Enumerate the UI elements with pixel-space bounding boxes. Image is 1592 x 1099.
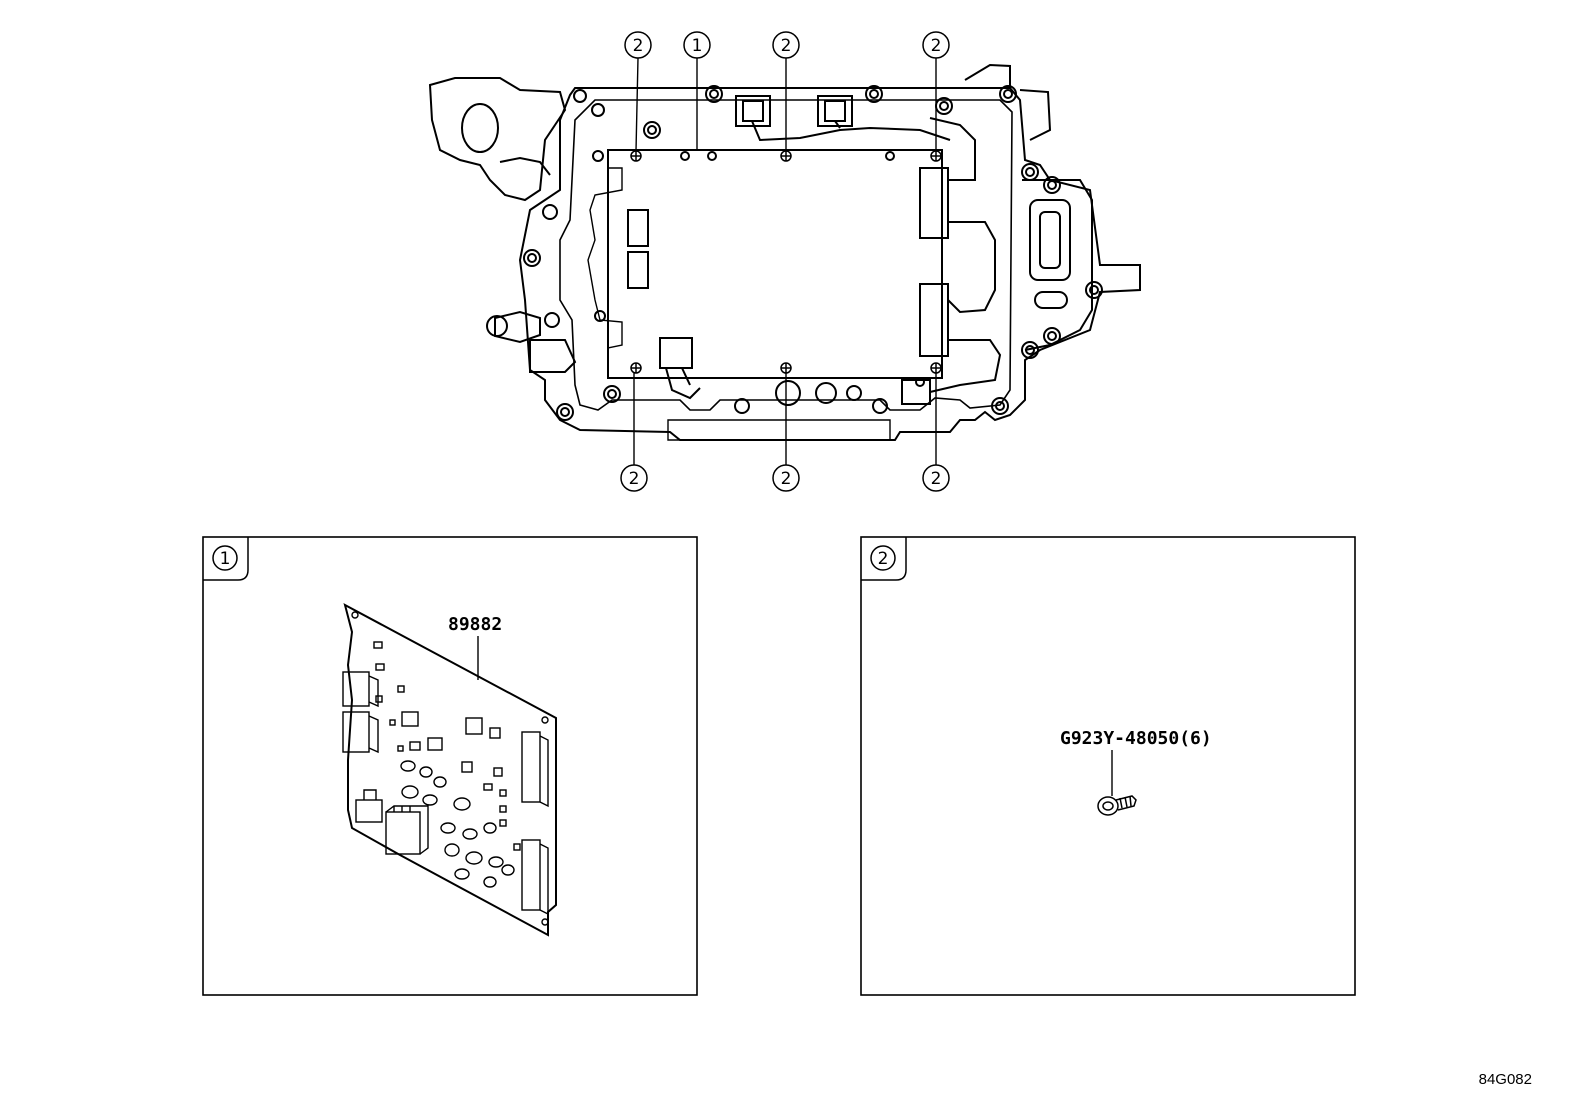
svg-text:1: 1	[692, 36, 703, 56]
detail-panel-screw: 2 G923Y-48050(6)	[860, 536, 1356, 996]
panel-tag-circle	[212, 545, 238, 571]
panel-tag-circle	[870, 545, 896, 571]
callout-screw-bottom-left: 2	[620, 464, 648, 492]
svg-text:2: 2	[931, 469, 942, 489]
panel-tab	[203, 537, 249, 581]
svg-text:2: 2	[781, 36, 792, 56]
housing-bolt-holes	[523, 85, 1103, 421]
svg-text:2: 2	[633, 36, 644, 56]
callout-screw-bottom-center: 2	[772, 464, 800, 492]
callout-screw-top-left: 2	[624, 31, 652, 59]
panel-tab	[861, 537, 907, 581]
svg-text:2: 2	[931, 36, 942, 56]
callout-screw-top-right: 2	[922, 31, 950, 59]
callout-screw-bottom-right: 2	[922, 464, 950, 492]
detail-panel-board: 1 89882	[202, 536, 698, 996]
callout-leaders	[633, 57, 937, 465]
drawing-code: 84G082	[1479, 1071, 1532, 1088]
screw-points	[630, 150, 942, 374]
circuit-board-illustration	[342, 603, 557, 937]
inverter-housing-drawing	[428, 63, 1141, 441]
svg-text:2: 2	[629, 469, 640, 489]
callout-screw-top-center: 2	[772, 31, 800, 59]
callout-board: 1	[683, 31, 711, 59]
panel-tag: 1	[220, 549, 231, 569]
screw-illustration	[1097, 795, 1137, 816]
board-part-number: 89882	[448, 614, 502, 635]
svg-text:2: 2	[781, 469, 792, 489]
panel-tag: 2	[878, 549, 889, 569]
screw-part-number: G923Y-48050(6)	[1060, 728, 1212, 749]
